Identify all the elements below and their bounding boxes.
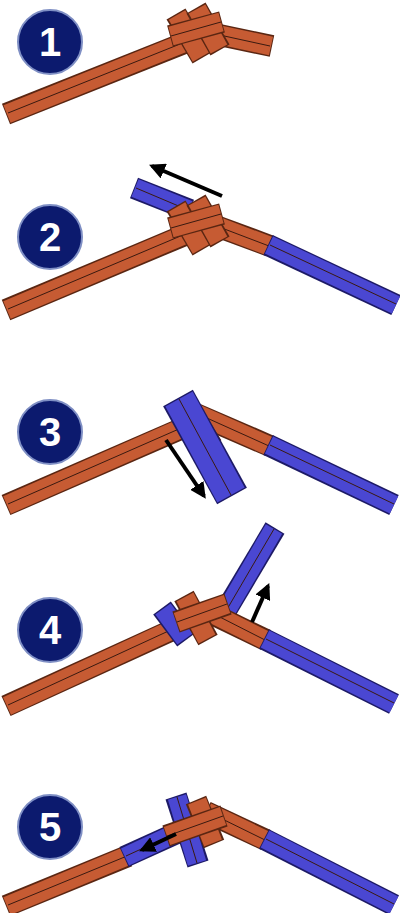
step-4-belt (6, 528, 394, 706)
step-3-belt (6, 398, 394, 505)
callout-label: 2 (39, 217, 61, 257)
callout-number: 5 (16, 793, 84, 861)
callout-number: 2 (16, 203, 84, 271)
callout-label: 5 (39, 807, 61, 847)
callout-number: 4 (16, 596, 84, 664)
callout-number: 3 (16, 398, 84, 466)
step-1-belt (6, 8, 272, 114)
callout-label: 3 (39, 412, 61, 452)
callout-label: 1 (39, 22, 61, 62)
callout-label: 4 (39, 610, 61, 650)
step-2-belt (6, 166, 396, 310)
callout-number: 1 (16, 8, 84, 76)
step-5-belt (6, 796, 394, 906)
